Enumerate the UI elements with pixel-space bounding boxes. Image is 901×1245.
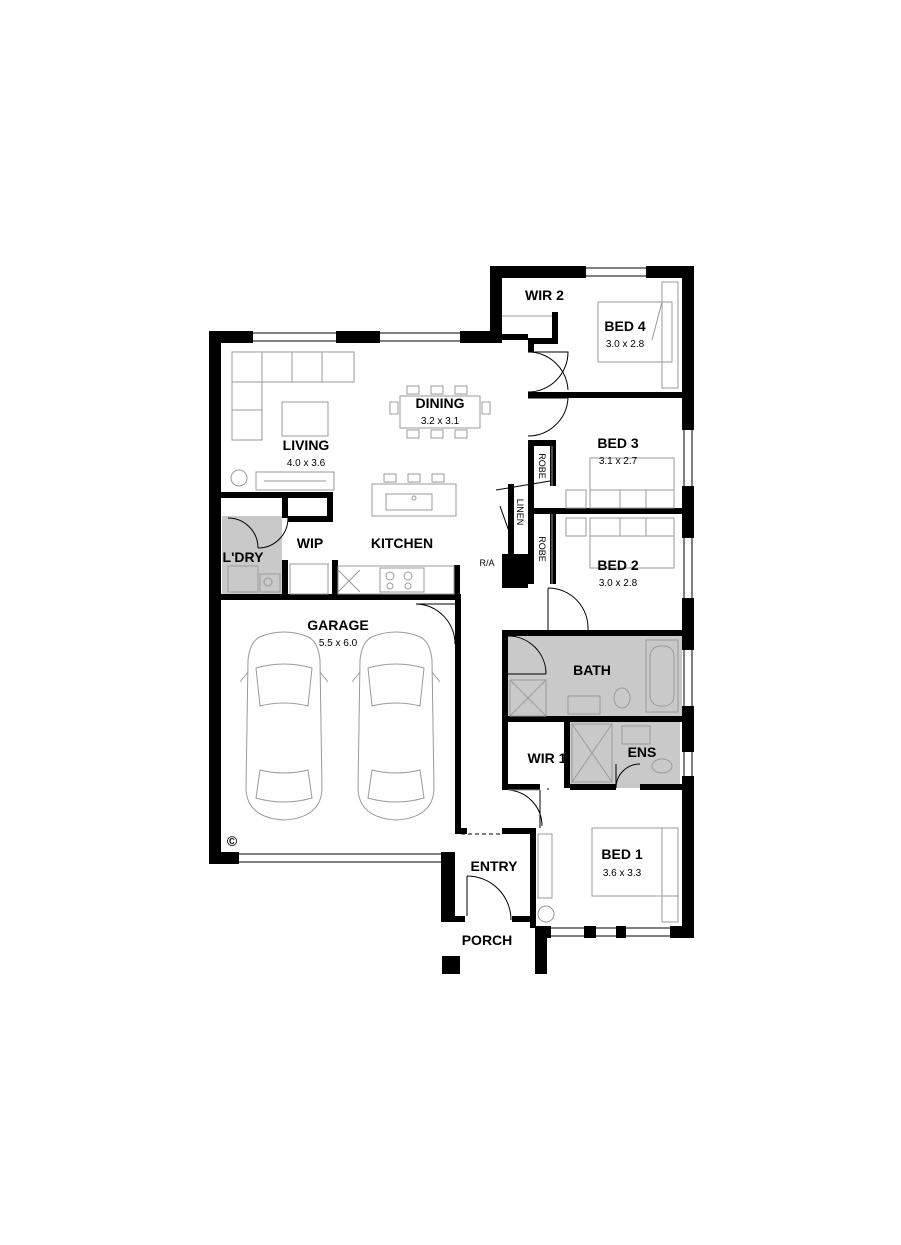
- room-label-porch: PORCH: [462, 932, 513, 948]
- room-label-bed4: BED 4: [604, 318, 645, 334]
- car-right: [351, 631, 441, 821]
- room-label-ensuite: ENS: [628, 744, 657, 760]
- room-size-dining: 3.2 x 3.1: [421, 416, 460, 427]
- room-size-bed3: 3.1 x 2.7: [599, 456, 638, 467]
- room-label-bed1: BED 1: [601, 846, 642, 862]
- external-walls: [209, 266, 694, 974]
- door-swings: [227, 351, 641, 921]
- car-left: [239, 631, 329, 821]
- room-size-living: 4.0 x 3.6: [287, 458, 326, 469]
- room-label-kitchen: KITCHEN: [371, 535, 433, 551]
- room-size-bed4: 3.0 x 2.8: [606, 339, 645, 350]
- room-label-linen: LINEN: [515, 499, 525, 526]
- room-size-bed1: 3.6 x 3.3: [603, 868, 642, 879]
- room-size-bed2: 3.0 x 2.8: [599, 578, 638, 589]
- windows: [239, 267, 693, 937]
- room-label-dining: DINING: [416, 395, 465, 411]
- room-label-robe-bed3: ROBE: [537, 453, 547, 479]
- furniture: [227, 281, 679, 923]
- room-label-wir1: WIR 1: [528, 750, 567, 766]
- room-label-bed2: BED 2: [597, 557, 638, 573]
- room-label-living: LIVING: [283, 437, 330, 453]
- room-label-laundry: L'DRY: [223, 549, 265, 565]
- room-label-robe-bed2: ROBE: [537, 536, 547, 562]
- room-label-entry: ENTRY: [471, 858, 519, 874]
- ensuite-floor: [570, 720, 680, 788]
- room-label-bath: BATH: [573, 662, 611, 678]
- copyright-icon: ©: [227, 833, 238, 849]
- room-label-wip: WIP: [297, 535, 323, 551]
- room-size-garage: 5.5 x 6.0: [319, 638, 358, 649]
- internal-walls: [221, 312, 682, 928]
- return-air-label: R/A: [479, 558, 494, 568]
- room-label-wir2: WIR 2: [525, 287, 564, 303]
- room-label-garage: GARAGE: [307, 617, 368, 633]
- room-label-bed3: BED 3: [597, 435, 638, 451]
